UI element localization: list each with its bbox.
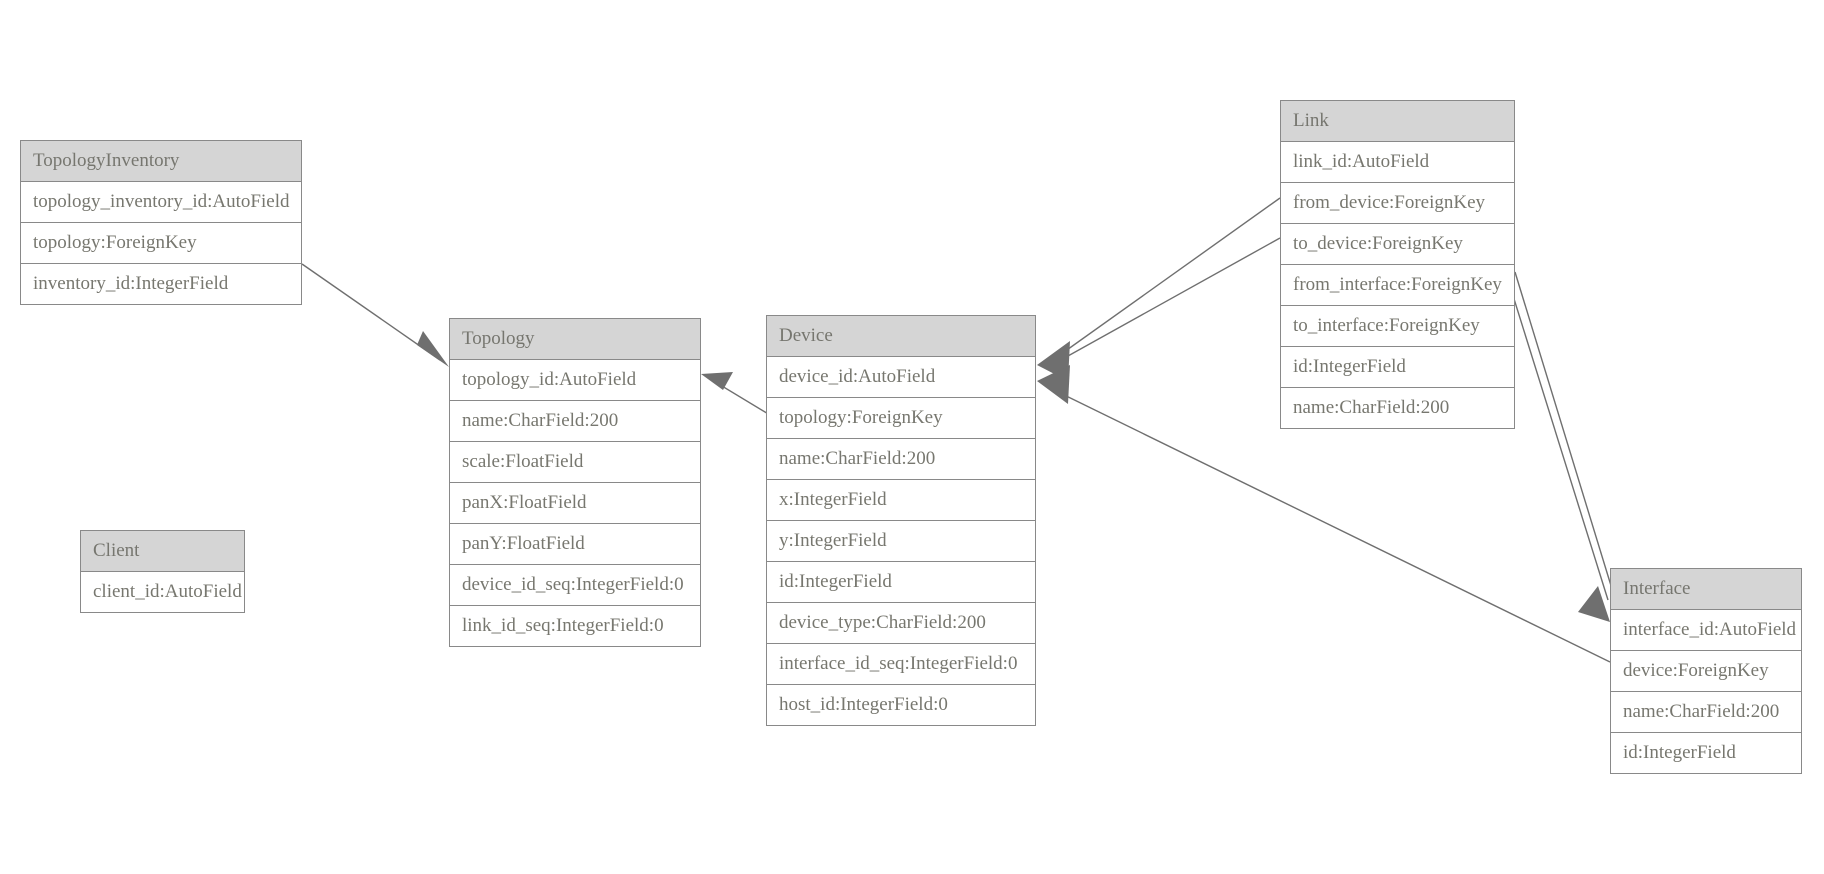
entity-field: interface_id_seq:IntegerField:0 [767,644,1035,685]
entity-field: y:IntegerField [767,521,1035,562]
entity-field: topology:ForeignKey [767,398,1035,439]
entity-field: id:IntegerField [1611,733,1801,773]
entity-field: name:CharField:200 [767,439,1035,480]
entity-field: host_id:IntegerField:0 [767,685,1035,725]
entity-field: to_device:ForeignKey [1281,224,1514,265]
entity-field: device_id_seq:IntegerField:0 [450,565,700,606]
entity-title: Interface [1611,569,1801,610]
entity-field: device_id:AutoField [767,357,1035,398]
edge-link-from-interface [1504,269,1609,601]
entity-field: link_id:AutoField [1281,142,1514,183]
entity-title: Topology [450,319,700,360]
entity-field: name:CharField:200 [1611,692,1801,733]
entity-field: x:IntegerField [767,480,1035,521]
entity-field: id:IntegerField [1281,347,1514,388]
entity-field: scale:FloatField [450,442,700,483]
entity-field: client_id:AutoField [81,572,244,612]
entity-field: inventory_id:IntegerField [21,264,301,304]
entity-field: id:IntegerField [767,562,1035,603]
edge-device-topology [701,372,771,416]
arrowhead-device-right-upper [1037,341,1070,381]
entity-title: Link [1281,101,1514,142]
entity-field: from_device:ForeignKey [1281,183,1514,224]
entity-field: panY:FloatField [450,524,700,565]
entity-field: device:ForeignKey [1611,651,1801,692]
edge-link-to-interface [1514,271,1617,603]
entity-field: to_interface:ForeignKey [1281,306,1514,347]
entity-field: name:CharField:200 [450,401,700,442]
edge-topologyinventory-topology [301,263,449,367]
entity-field: name:CharField:200 [1281,388,1514,428]
entity-title: Device [767,316,1035,357]
entity-title: Client [81,531,244,572]
entity-title: TopologyInventory [21,141,301,182]
arrowhead-interface-left [1578,586,1610,622]
entity-field: topology_inventory_id:AutoField [21,182,301,223]
entity-field: topology_id:AutoField [450,360,700,401]
entity-field: topology:ForeignKey [21,223,301,264]
edge-link-from-device [1049,197,1281,363]
entity-field: panX:FloatField [450,483,700,524]
entity-field: from_interface:ForeignKey [1281,265,1514,306]
entity-field: link_id_seq:IntegerField:0 [450,606,700,646]
entity-field: interface_id:AutoField [1611,610,1801,651]
entity-field: device_type:CharField:200 [767,603,1035,644]
edge-link-to-device [1049,237,1281,367]
